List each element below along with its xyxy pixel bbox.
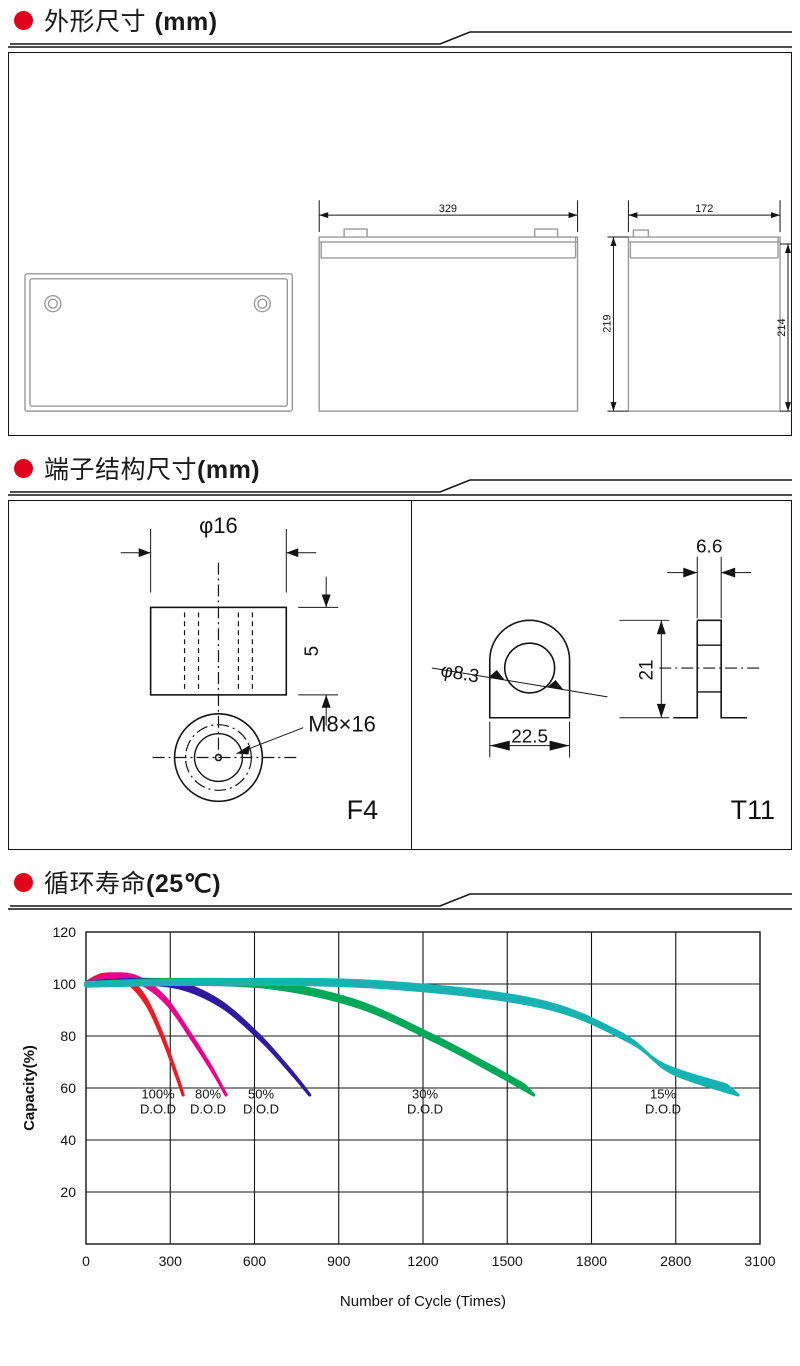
svg-text:214: 214 [776,318,788,336]
dim-side-width: 172 [627,200,781,233]
header-rule-dimensions [8,31,792,48]
dimension-drawings: 329 172 [24,200,791,412]
section-header-terminal: 端子结构尺寸(mm) [0,448,800,500]
terminal-name-t11: T11 [731,795,775,825]
dod-label: 30% [412,1086,438,1101]
dim-side-height-total: 219 [601,236,629,412]
svg-text:21: 21 [636,660,657,681]
svg-text:20: 20 [60,1184,76,1200]
section-header-cycle-life: 循环寿命(25℃) [0,862,800,914]
dod-label: 100% [141,1086,175,1101]
svg-text:60: 60 [60,1080,76,1096]
dim-f4-diameter: φ16 [120,513,317,593]
section-title-dimensions: 外形尺寸 (mm) [44,2,218,38]
section-title-cjk: 外形尺寸 [44,7,155,36]
svg-text:329: 329 [439,203,457,215]
terminal-f4-drawing: φ16 5 [120,513,378,825]
svg-text:Capacity(%): Capacity(%) [21,1045,38,1131]
svg-text:5: 5 [302,646,323,656]
section-title-cjk: 端子结构尺寸 [44,455,198,484]
side-view-drawing: 172 219 214 [601,200,791,412]
svg-text:22.5: 22.5 [511,727,548,748]
svg-text:1200: 1200 [407,1253,438,1269]
svg-text:1500: 1500 [492,1253,523,1269]
svg-text:172: 172 [695,203,713,215]
svg-text:6.6: 6.6 [696,537,722,558]
t11-side-elevation [659,619,760,719]
terminal-drawing-panel: φ16 5 [8,500,792,850]
terminal-panel-divider [411,501,412,849]
header-rule-cycle-life [8,893,792,910]
section-title-unit: (25℃) [146,870,222,898]
dim-t11-thickness: 6.6 [667,537,752,619]
section-title-row-terminal: 端子结构尺寸(mm) [0,448,800,488]
section-title-unit: (mm) [154,8,218,36]
svg-text:φ8.3: φ8.3 [439,660,481,687]
svg-text:300: 300 [159,1253,183,1269]
svg-text:219: 219 [601,314,613,332]
dod-label: 15% [650,1086,676,1101]
svg-text:2800: 2800 [660,1253,691,1269]
section-title-row-dimensions: 外形尺寸 (mm) [0,0,800,40]
svg-text:80: 80 [60,1028,76,1044]
svg-text:φ16: φ16 [199,513,238,538]
svg-text:M8×16: M8×16 [308,712,376,737]
terminal-name-f4: F4 [347,795,378,825]
section-title-row-cycle-life: 循环寿命(25℃) [0,862,800,902]
label-f4-thread: M8×16 [236,712,376,755]
dod-label: D.O.D [407,1101,443,1116]
front-view-drawing: 329 [318,200,579,412]
section-title-terminal: 端子结构尺寸(mm) [44,450,260,486]
top-view-drawing [24,273,293,412]
svg-text:900: 900 [327,1253,351,1269]
svg-text:0: 0 [82,1253,90,1269]
terminal-t11-drawing: φ8.3 22.5 21 [431,537,775,825]
section-header-dimensions: 外形尺寸 (mm) [0,0,800,52]
svg-text:100: 100 [53,976,77,992]
svg-text:120: 120 [53,924,77,940]
dim-side-height-body: 214 [776,243,791,412]
svg-text:1800: 1800 [576,1253,607,1269]
dim-f4-height: 5 [298,576,339,726]
svg-text:3100: 3100 [744,1253,775,1269]
bullet-icon [14,10,33,30]
cycle-curve [84,977,740,1097]
dimension-drawing-panel: 329 172 [8,52,792,436]
dod-label: D.O.D [190,1101,226,1116]
bullet-icon [14,458,33,478]
section-title-cycle-life: 循环寿命(25℃) [44,864,221,900]
svg-text:600: 600 [243,1253,267,1269]
dod-label: D.O.D [645,1101,681,1116]
dim-front-width: 329 [318,200,579,233]
section-title-unit: (mm) [197,456,261,484]
dod-label: D.O.D [243,1101,279,1116]
header-rule-terminal [8,479,792,496]
dod-label: 50% [248,1086,274,1101]
dim-t11-height: 21 [619,619,670,719]
section-title-cjk: 循环寿命 [44,869,147,898]
dod-label: D.O.D [140,1101,176,1116]
terminal-drawings: φ16 5 [120,513,775,825]
svg-text:Number of Cycle (Times): Number of Cycle (Times) [340,1293,506,1309]
dim-t11-width: 22.5 [489,721,571,758]
dod-label: 80% [195,1086,221,1101]
bullet-icon [14,872,33,892]
svg-text:40: 40 [60,1132,76,1148]
